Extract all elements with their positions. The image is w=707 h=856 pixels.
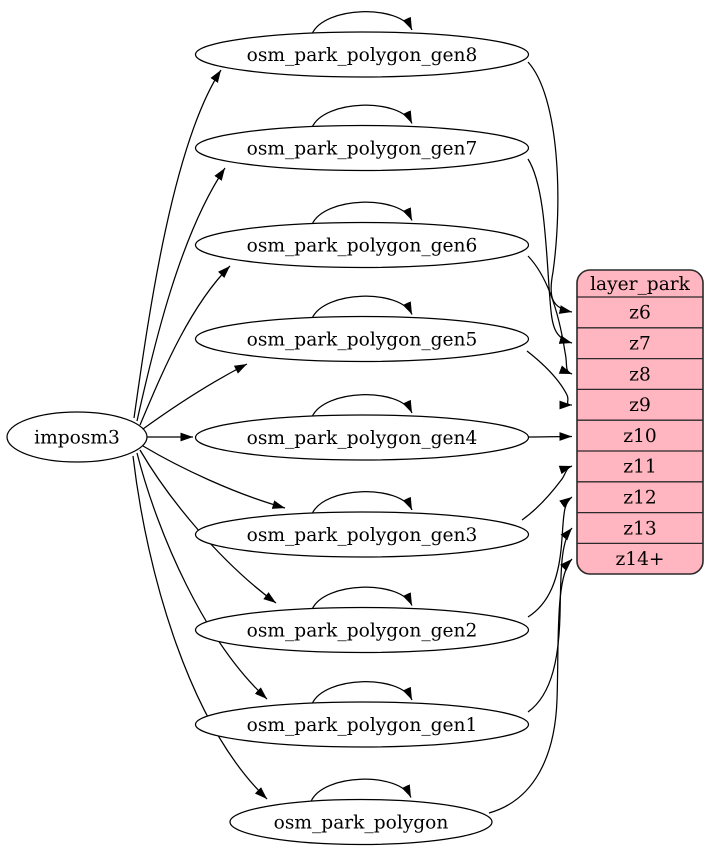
table-ellipse	[194, 414, 530, 461]
self-loop-osm-park-polygon-gen8	[311, 11, 413, 35]
edge-osm-park-polygon-gen1-to-z13	[527, 527, 573, 713]
self-loop-osm-park-polygon-gen6	[311, 201, 413, 225]
table-label: osm_park_polygon_gen5	[247, 330, 478, 351]
edge-osm-park-polygon-gen7-to-z7	[527, 158, 573, 344]
node-osm-park-polygon-gen1: osm_park_polygon_gen1	[194, 701, 530, 748]
table-label: osm_park_polygon	[274, 813, 449, 834]
edge-osm-park-polygon-gen4-to-z10	[528, 432, 573, 441]
edge-osm-park-polygon-to-z14plus	[488, 558, 573, 814]
edge-imposm3-to-osm-park-polygon	[132, 455, 268, 800]
table-ellipse	[229, 798, 493, 846]
layer-row-z8-label: z8	[629, 364, 651, 385]
table-label: osm_park_polygon_gen2	[247, 621, 478, 642]
self-loop-osm-park-polygon-gen5	[311, 295, 413, 319]
node-osm-park-polygon-gen3: osm_park_polygon_gen3	[194, 511, 530, 558]
edge-osm-park-polygon-gen6-to-z8	[527, 255, 573, 375]
layer-row-z14plus-label: z14+	[615, 549, 664, 570]
table-ellipse	[194, 221, 530, 269]
table-ellipse	[194, 315, 530, 363]
edge-imposm3-to-osm-park-polygon-gen6	[139, 265, 231, 426]
table-label: osm_park_polygon_gen7	[247, 139, 478, 160]
self-loop-osm-park-polygon-gen1	[311, 681, 413, 705]
edge-osm-park-polygon-gen2-to-z12	[527, 496, 573, 618]
table-label: osm_park_polygon_gen1	[247, 715, 478, 736]
edge-imposm3-to-osm-park-polygon-gen3	[142, 445, 286, 509]
table-label: osm_park_polygon_gen4	[247, 428, 478, 449]
self-loop-osm-park-polygon-gen7	[311, 104, 413, 128]
layer-row-z7-label: z7	[629, 334, 651, 355]
layer-row-z9-label: z9	[629, 395, 651, 416]
edge-osm-park-polygon-gen8-to-z6	[527, 61, 573, 314]
node-osm-park-polygon-gen5: osm_park_polygon_gen5	[194, 315, 530, 363]
node-osm-park-polygon-gen8: osm_park_polygon_gen8	[194, 31, 530, 78]
node-osm-park-polygon-gen4: osm_park_polygon_gen4	[194, 414, 530, 461]
edges-source-to-tables	[132, 69, 286, 800]
self-loop-osm-park-polygon-gen2	[311, 586, 413, 610]
edges-self-loops	[310, 11, 413, 802]
imposm3-ellipse	[6, 411, 148, 463]
edge-imposm3-to-osm-park-polygon-gen1	[136, 452, 268, 700]
layer-row-z6-label: z6	[629, 303, 651, 324]
table-label: osm_park_polygon_gen8	[247, 45, 478, 66]
node-osm-park-polygon: osm_park_polygon	[229, 798, 493, 846]
node-imposm3: imposm3	[6, 411, 148, 463]
self-loop-osm-park-polygon	[310, 778, 412, 802]
edge-imposm3-to-osm-park-polygon-gen8	[133, 69, 222, 419]
edge-imposm3-to-osm-park-polygon-gen7	[136, 167, 226, 422]
edges-tables-to-layer	[488, 61, 573, 814]
table-ellipse	[194, 124, 530, 172]
table-ellipse	[194, 511, 530, 558]
edge-imposm3-to-osm-park-polygon-gen5	[142, 363, 248, 430]
layer-row-z10-label: z10	[623, 426, 656, 447]
layer-row-z13-label: z13	[623, 518, 656, 539]
edge-osm-park-polygon-gen5-to-z9	[526, 350, 573, 410]
imposm3-label: imposm3	[34, 428, 120, 449]
layer-row-z11-label: z11	[623, 457, 656, 478]
table-ellipse	[194, 31, 530, 78]
node-osm-park-polygon-gen2: osm_park_polygon_gen2	[194, 606, 530, 654]
node-osm-park-polygon-gen6: osm_park_polygon_gen6	[194, 221, 530, 269]
layer-park-box	[576, 269, 704, 575]
node-layer-park: layer_park z6 z7 z8 z9 z10 z11 z12 z13 z…	[576, 269, 704, 575]
table-ellipse	[194, 701, 530, 748]
edge-osm-park-polygon-gen3-to-z11	[521, 465, 573, 521]
layer-park-title: layer_park	[590, 274, 691, 295]
table-label: osm_park_polygon_gen3	[247, 525, 478, 546]
table-label: osm_park_polygon_gen6	[247, 236, 478, 257]
layer-row-z12-label: z12	[623, 488, 656, 509]
table-ellipse	[194, 606, 530, 654]
self-loop-osm-park-polygon-gen4	[311, 394, 413, 418]
edge-imposm3-to-osm-park-polygon-gen2	[139, 449, 277, 604]
self-loop-osm-park-polygon-gen3	[311, 491, 413, 515]
node-osm-park-polygon-gen7: osm_park_polygon_gen7	[194, 124, 530, 172]
